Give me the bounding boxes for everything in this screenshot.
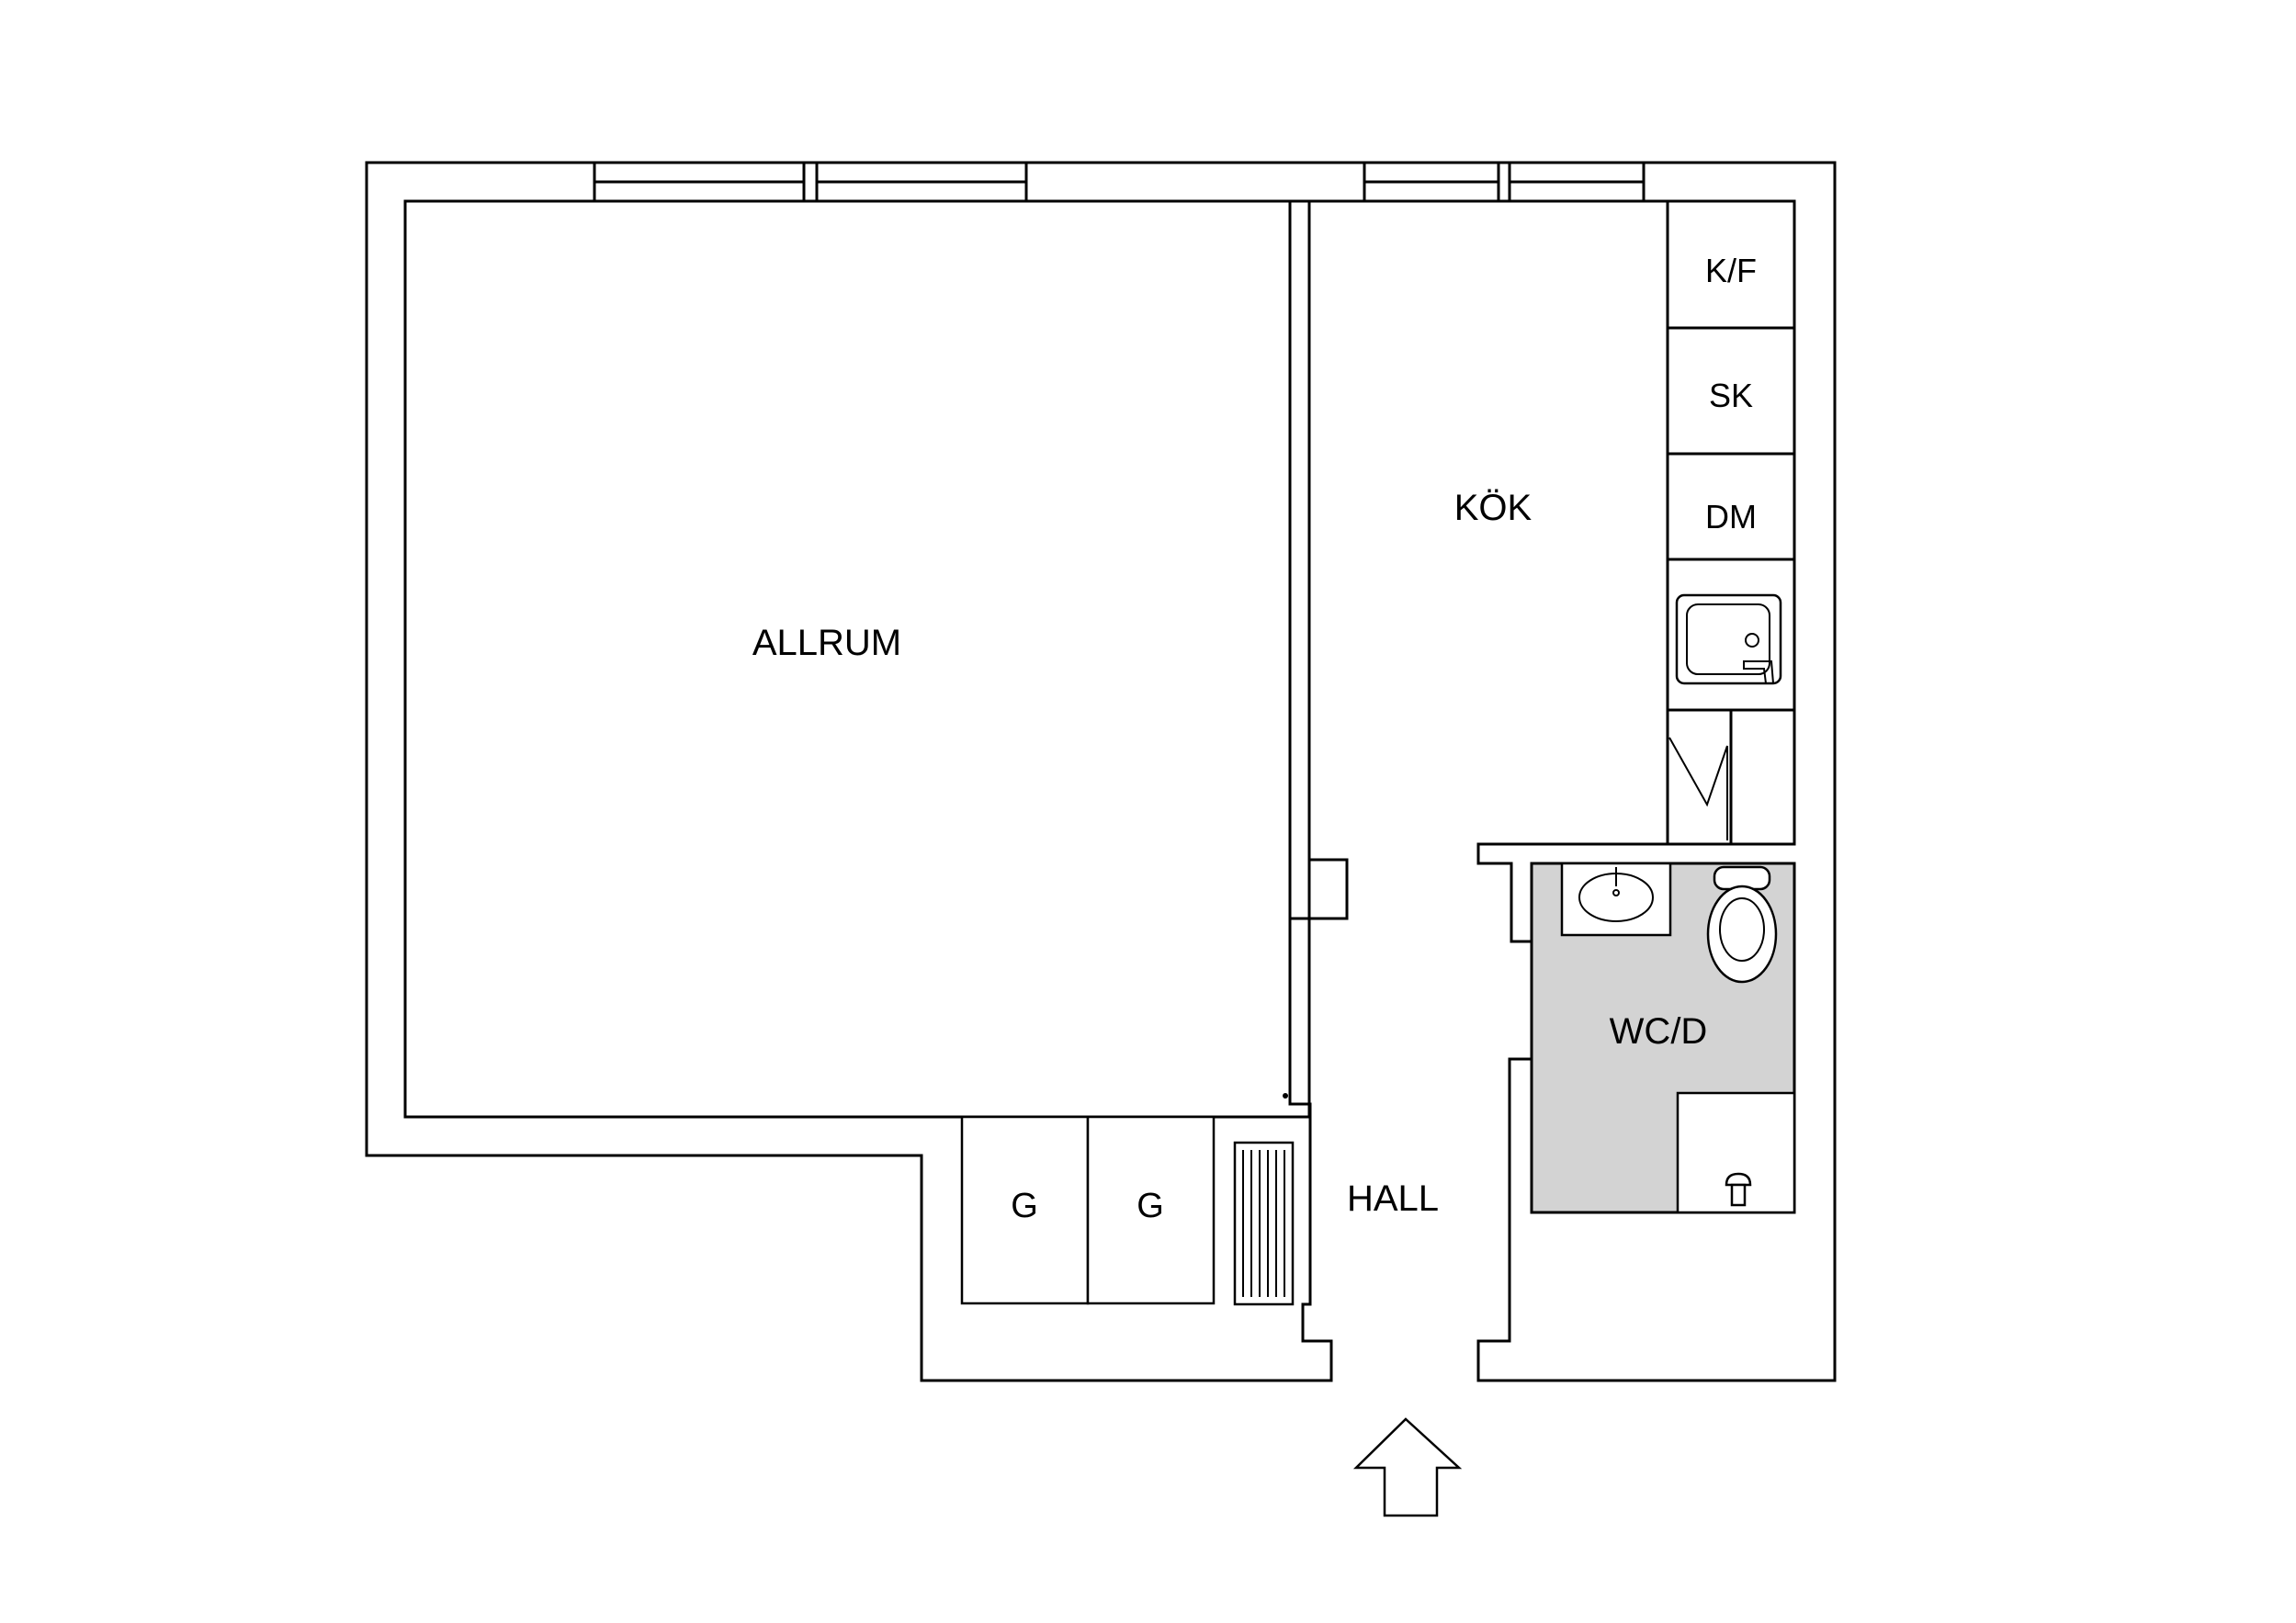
radiator-icon: [1233, 1141, 1295, 1306]
room-label-wcd: WC/D: [1610, 1011, 1708, 1052]
wardrobe-2: [1086, 1115, 1216, 1305]
outlet-dot-icon: [1283, 1093, 1288, 1099]
window-3: [1363, 161, 1500, 203]
shower-icon: [1676, 1091, 1796, 1214]
room-label-garderob-1: G: [1011, 1187, 1038, 1225]
room-label-hall: HALL: [1347, 1178, 1439, 1219]
window-2: [815, 161, 1028, 203]
toilet-icon: [1706, 865, 1778, 984]
washbasin-icon: [1560, 862, 1672, 937]
kitchen-counter: [1666, 199, 1796, 846]
window-4: [1508, 161, 1646, 203]
room-label-kok: KÖK: [1454, 488, 1533, 528]
window-1: [593, 161, 806, 203]
entrance-arrow-icon: [1352, 1417, 1463, 1517]
wardrobe-1: [960, 1115, 1090, 1305]
room-label-allrum: ALLRUM: [752, 623, 901, 663]
dishwasher-icon: [1668, 737, 1728, 840]
kitchen-unit-dm: DM: [1705, 498, 1757, 535]
kitchen-unit-kf: K/F: [1705, 252, 1757, 289]
room-label-garderob-2: G: [1137, 1187, 1164, 1225]
kitchen-unit-sk: SK: [1709, 377, 1753, 414]
sink-icon: [1675, 593, 1782, 685]
